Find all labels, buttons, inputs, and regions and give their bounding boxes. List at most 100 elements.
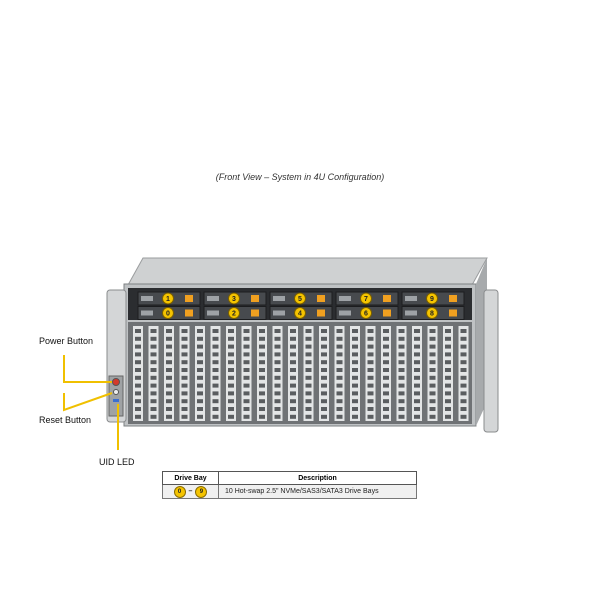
vent-hole: [212, 414, 219, 419]
drive-number-badge: [294, 307, 306, 319]
drive-latch: [383, 295, 391, 302]
vent-hole: [460, 414, 467, 419]
vent-hole: [259, 352, 265, 357]
vent-hole: [321, 368, 327, 372]
vent-hole: [460, 344, 467, 349]
reset-button[interactable]: [113, 389, 119, 395]
vent-hole: [336, 407, 343, 411]
vent-hole: [367, 344, 374, 349]
vent-column: [381, 326, 391, 421]
drive-bay-6[interactable]: 6: [335, 306, 399, 320]
figure-caption: (Front View – System in 4U Configuration…: [215, 172, 385, 182]
vent-hole: [460, 391, 467, 396]
vent-hole: [135, 344, 141, 349]
drive-bay-9[interactable]: 9: [401, 291, 465, 306]
vent-hole: [181, 375, 188, 380]
drive-bay-5[interactable]: 5: [269, 291, 333, 306]
vent-hole: [166, 399, 172, 404]
vent-hole: [243, 336, 250, 341]
vent-hole: [290, 399, 296, 404]
vent-hole: [274, 368, 281, 372]
vent-hole: [274, 352, 281, 357]
drive-latch: [251, 295, 259, 302]
vent-hole: [212, 352, 219, 357]
vent-hole: [445, 391, 451, 396]
vent-hole: [228, 414, 234, 419]
vent-hole: [398, 368, 405, 372]
vent-hole: [150, 399, 157, 404]
vent-column: [241, 326, 252, 421]
vent-hole: [290, 360, 296, 365]
vent-hole: [166, 344, 172, 349]
drive-number-badge: [360, 292, 372, 305]
vent-hole: [352, 407, 358, 411]
vent-hole: [150, 344, 157, 349]
vent-hole: [321, 352, 327, 357]
vent-hole: [228, 407, 234, 411]
vent-hole: [445, 407, 451, 411]
drive-number-label: 4: [298, 311, 302, 318]
vent-hole: [305, 375, 312, 380]
vent-hole: [135, 375, 141, 380]
vent-hole: [321, 391, 327, 396]
vent-hole: [150, 329, 157, 333]
drive-number-badge: [162, 292, 174, 305]
vent-hole: [445, 336, 451, 341]
drive-bay-3[interactable]: 3: [203, 291, 267, 306]
vent-hole: [290, 368, 296, 372]
vent-hole: [259, 336, 265, 341]
vent-hole: [445, 383, 451, 388]
drive-handle: [339, 296, 351, 301]
vent-hole: [166, 414, 172, 419]
vent-hole: [445, 368, 451, 372]
vent-hole: [336, 414, 343, 419]
vent-hole: [274, 391, 281, 396]
vent-column: [272, 326, 283, 421]
vent-hole: [398, 352, 405, 357]
vent-hole: [414, 344, 420, 349]
vent-hole: [305, 414, 312, 419]
vent-hole: [414, 375, 420, 380]
vent-hole: [460, 336, 467, 341]
drive-bay-2[interactable]: 2: [203, 306, 267, 320]
vent-hole: [429, 329, 436, 333]
drive-number-badge: [228, 292, 240, 305]
vent-column: [319, 326, 329, 421]
vent-hole: [274, 360, 281, 365]
vent-hole: [398, 383, 405, 388]
vent-hole: [336, 352, 343, 357]
drive-number-badge: [162, 307, 174, 319]
drive-bay-7[interactable]: 7: [335, 291, 399, 306]
vent-hole: [274, 375, 281, 380]
vent-column: [334, 326, 345, 421]
vent-hole: [259, 360, 265, 365]
drive-bay-1[interactable]: 1: [137, 291, 201, 306]
vent-hole: [429, 375, 436, 380]
control-panel: [108, 375, 124, 417]
vent-hole: [243, 375, 250, 380]
vent-hole: [367, 383, 374, 388]
drive-bay-0[interactable]: 0: [137, 306, 201, 320]
vent-column: [443, 326, 453, 421]
right-rack-ear: [483, 289, 499, 433]
vent-hole: [383, 399, 389, 404]
power-button[interactable]: [112, 378, 120, 386]
vent-hole: [429, 360, 436, 365]
vent-hole: [367, 375, 374, 380]
vent-hole: [197, 352, 203, 357]
vent-column: [164, 326, 174, 421]
vent-hole: [228, 344, 234, 349]
vent-hole: [197, 336, 203, 341]
vent-hole: [321, 407, 327, 411]
vent-hole: [290, 352, 296, 357]
vent-hole: [429, 368, 436, 372]
vent-column: [303, 326, 314, 421]
vent-hole: [305, 336, 312, 341]
vent-hole: [305, 329, 312, 333]
drive-bay-4[interactable]: 4: [269, 306, 333, 320]
vent-hole: [197, 391, 203, 396]
vent-hole: [259, 399, 265, 404]
drive-bay-8[interactable]: 8: [401, 306, 465, 320]
vent-hole: [305, 344, 312, 349]
vent-hole: [259, 383, 265, 388]
